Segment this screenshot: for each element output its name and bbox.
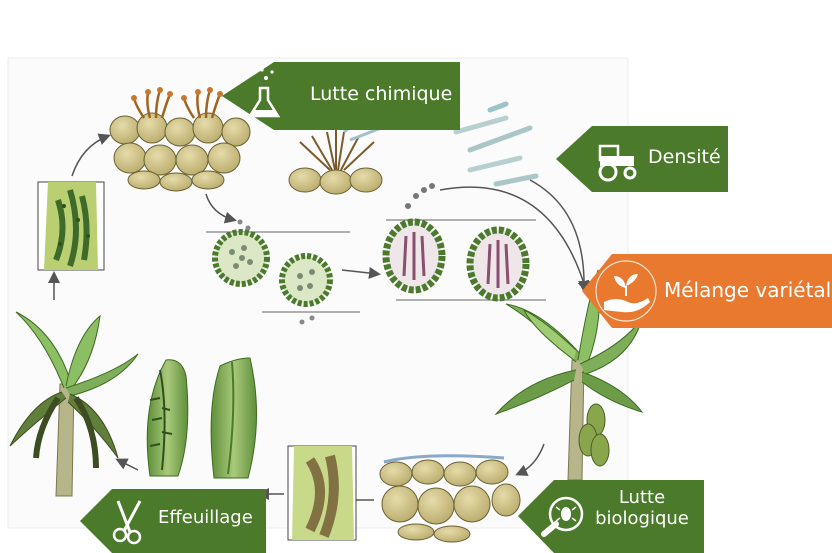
variety-mix-badge: Mélange variétal [582,254,832,328]
chemical-control-badge: Lutte chimique [222,62,460,130]
defoliation-label: Effeuillage [158,508,253,529]
leaf-lesion-detail-top [38,182,104,270]
defoliation-badge: Effeuillage [80,489,266,553]
biological-control-label-line2: biologique [595,508,689,529]
density-label: Densité [648,147,721,169]
density-badge: Densité [556,126,728,192]
biological-control-label-line1: Lutte [619,487,665,508]
chemical-control-label: Lutte chimique [310,84,452,106]
leaf-lesion-detail-bottom [288,446,356,540]
infected-leaf-tissue [380,460,520,542]
variety-mix-label: Mélange variétal [664,279,831,302]
